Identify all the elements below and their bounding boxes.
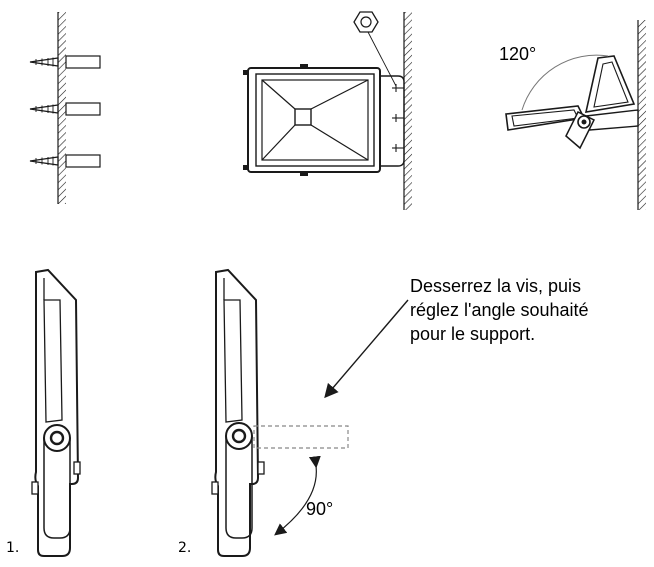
floodlight-housing: [247, 67, 381, 173]
wall-anchor: [29, 102, 101, 116]
adjustment-screw: [43, 424, 71, 452]
instruction-line-1: Desserrez la vis, puis: [410, 276, 582, 296]
wall-anchor: [29, 55, 101, 69]
angle-arrow: [274, 455, 321, 536]
wall-2: [404, 12, 412, 210]
step-2-figure: [211, 268, 349, 557]
nut-icon: [353, 11, 397, 87]
rotation-arc: [521, 54, 609, 111]
wall-3: [638, 20, 646, 210]
led-chip: [294, 108, 312, 126]
bracket-angle-label: 90°: [306, 499, 334, 519]
bracket-dashed-outline: [253, 425, 349, 449]
floodlight-front-figure: [243, 11, 412, 210]
bracket-screws: [392, 84, 404, 152]
step-1-label: 1.: [6, 540, 20, 556]
instruction-line-2: réglez l'angle souhaité: [410, 300, 589, 320]
step-2-label: 2.: [178, 540, 192, 556]
lamp-vertical: [584, 55, 636, 113]
mounting-bracket: [380, 75, 405, 167]
pointer-arrow: [324, 299, 409, 399]
wall-1: [58, 12, 66, 204]
instruction-line-3: pour le support.: [410, 324, 536, 344]
rotation-range-figure: [505, 20, 646, 210]
rotation-angle-label: 120°: [499, 44, 537, 64]
lamp-side-profile: [34, 268, 80, 557]
step-1-figure: [31, 268, 81, 557]
instruction-text: Desserrez la vis, puis réglez l'angle so…: [410, 274, 650, 346]
adjustment-screw: [225, 422, 253, 450]
wall-anchor: [29, 154, 101, 168]
wall-anchors-figure: [29, 12, 101, 204]
